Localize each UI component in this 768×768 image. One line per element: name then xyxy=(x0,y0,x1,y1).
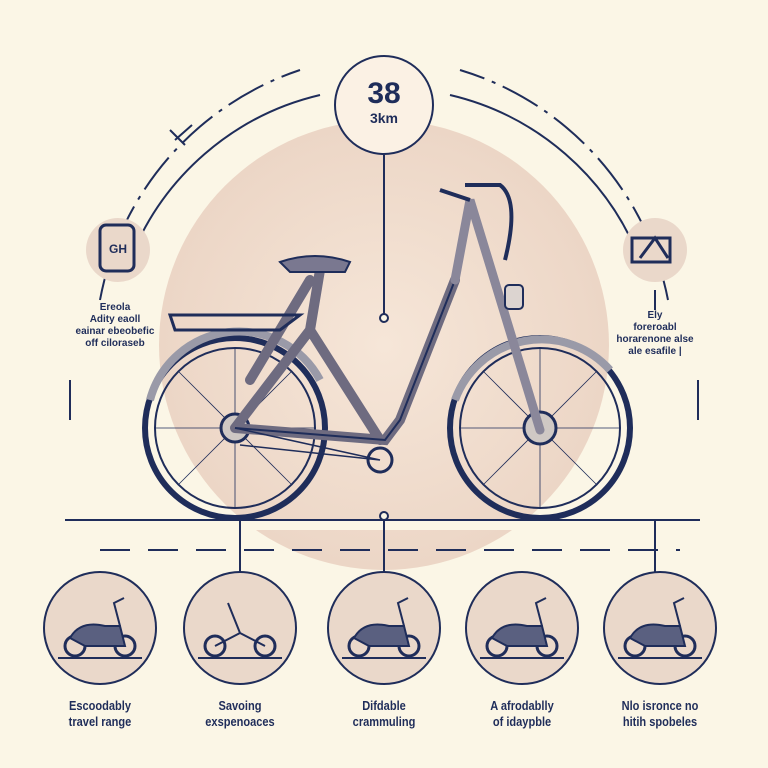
background-halo xyxy=(159,120,609,570)
left-note-line: off ciloraseb xyxy=(85,338,145,349)
feature-label: Escoodably travel range xyxy=(41,698,160,730)
feature-label: Savoing exspenoaces xyxy=(181,698,300,730)
feature-label-line: Nlo isronce no xyxy=(621,698,699,713)
right-note-line: ale esafile | xyxy=(628,346,682,357)
feature-label-line: crammuling xyxy=(352,714,416,729)
feature-label: A afrodablly of idaypble xyxy=(463,698,582,730)
right-note-line: horarenone alse xyxy=(616,334,694,345)
feature-label-line: exspenoaces xyxy=(205,714,275,729)
right-note-line: Ely xyxy=(647,310,663,321)
left-note: Ereola Adity eaoll eainar ebeobefic off … xyxy=(50,302,180,350)
battery-icon-text: GH xyxy=(109,242,127,256)
feature-label: Nlo isronce no hitih spobeles xyxy=(601,698,720,730)
feature-label-line: travel range xyxy=(68,714,132,729)
feature-label-line: A afrodablly xyxy=(490,698,554,713)
feature-label-line: Escoodably xyxy=(68,698,132,713)
feature-label: Difdable crammuling xyxy=(325,698,444,730)
right-note-line: foreroabl xyxy=(633,322,677,333)
bicycle-icon xyxy=(183,571,297,685)
scooter-icon xyxy=(327,571,441,685)
feature-label-line: Difdable xyxy=(362,698,406,713)
scooter-icon xyxy=(465,571,579,685)
scooter-icon xyxy=(603,571,717,685)
ground-lines xyxy=(65,155,700,590)
left-note-line: Ereola xyxy=(99,302,131,313)
left-note-line: eainar ebeobefic xyxy=(75,326,155,337)
e-bike-illustration xyxy=(142,183,633,521)
range-value: 38 xyxy=(367,77,401,110)
right-note: Ely foreroabl horarenone alse ale esafil… xyxy=(590,310,720,358)
range-badge: 38 3km xyxy=(334,55,434,155)
feature-circles xyxy=(43,571,717,685)
feature-label-line: Savoing xyxy=(218,698,262,713)
scooter-icon xyxy=(43,571,157,685)
feature-label-line: hitih spobeles xyxy=(622,714,698,729)
left-note-line: Adity eaoll xyxy=(89,314,141,325)
decorative-arcs xyxy=(69,69,699,420)
feature-label-line: of idaypble xyxy=(492,714,552,729)
side-icons xyxy=(86,218,687,282)
range-unit: 3km xyxy=(369,110,399,126)
